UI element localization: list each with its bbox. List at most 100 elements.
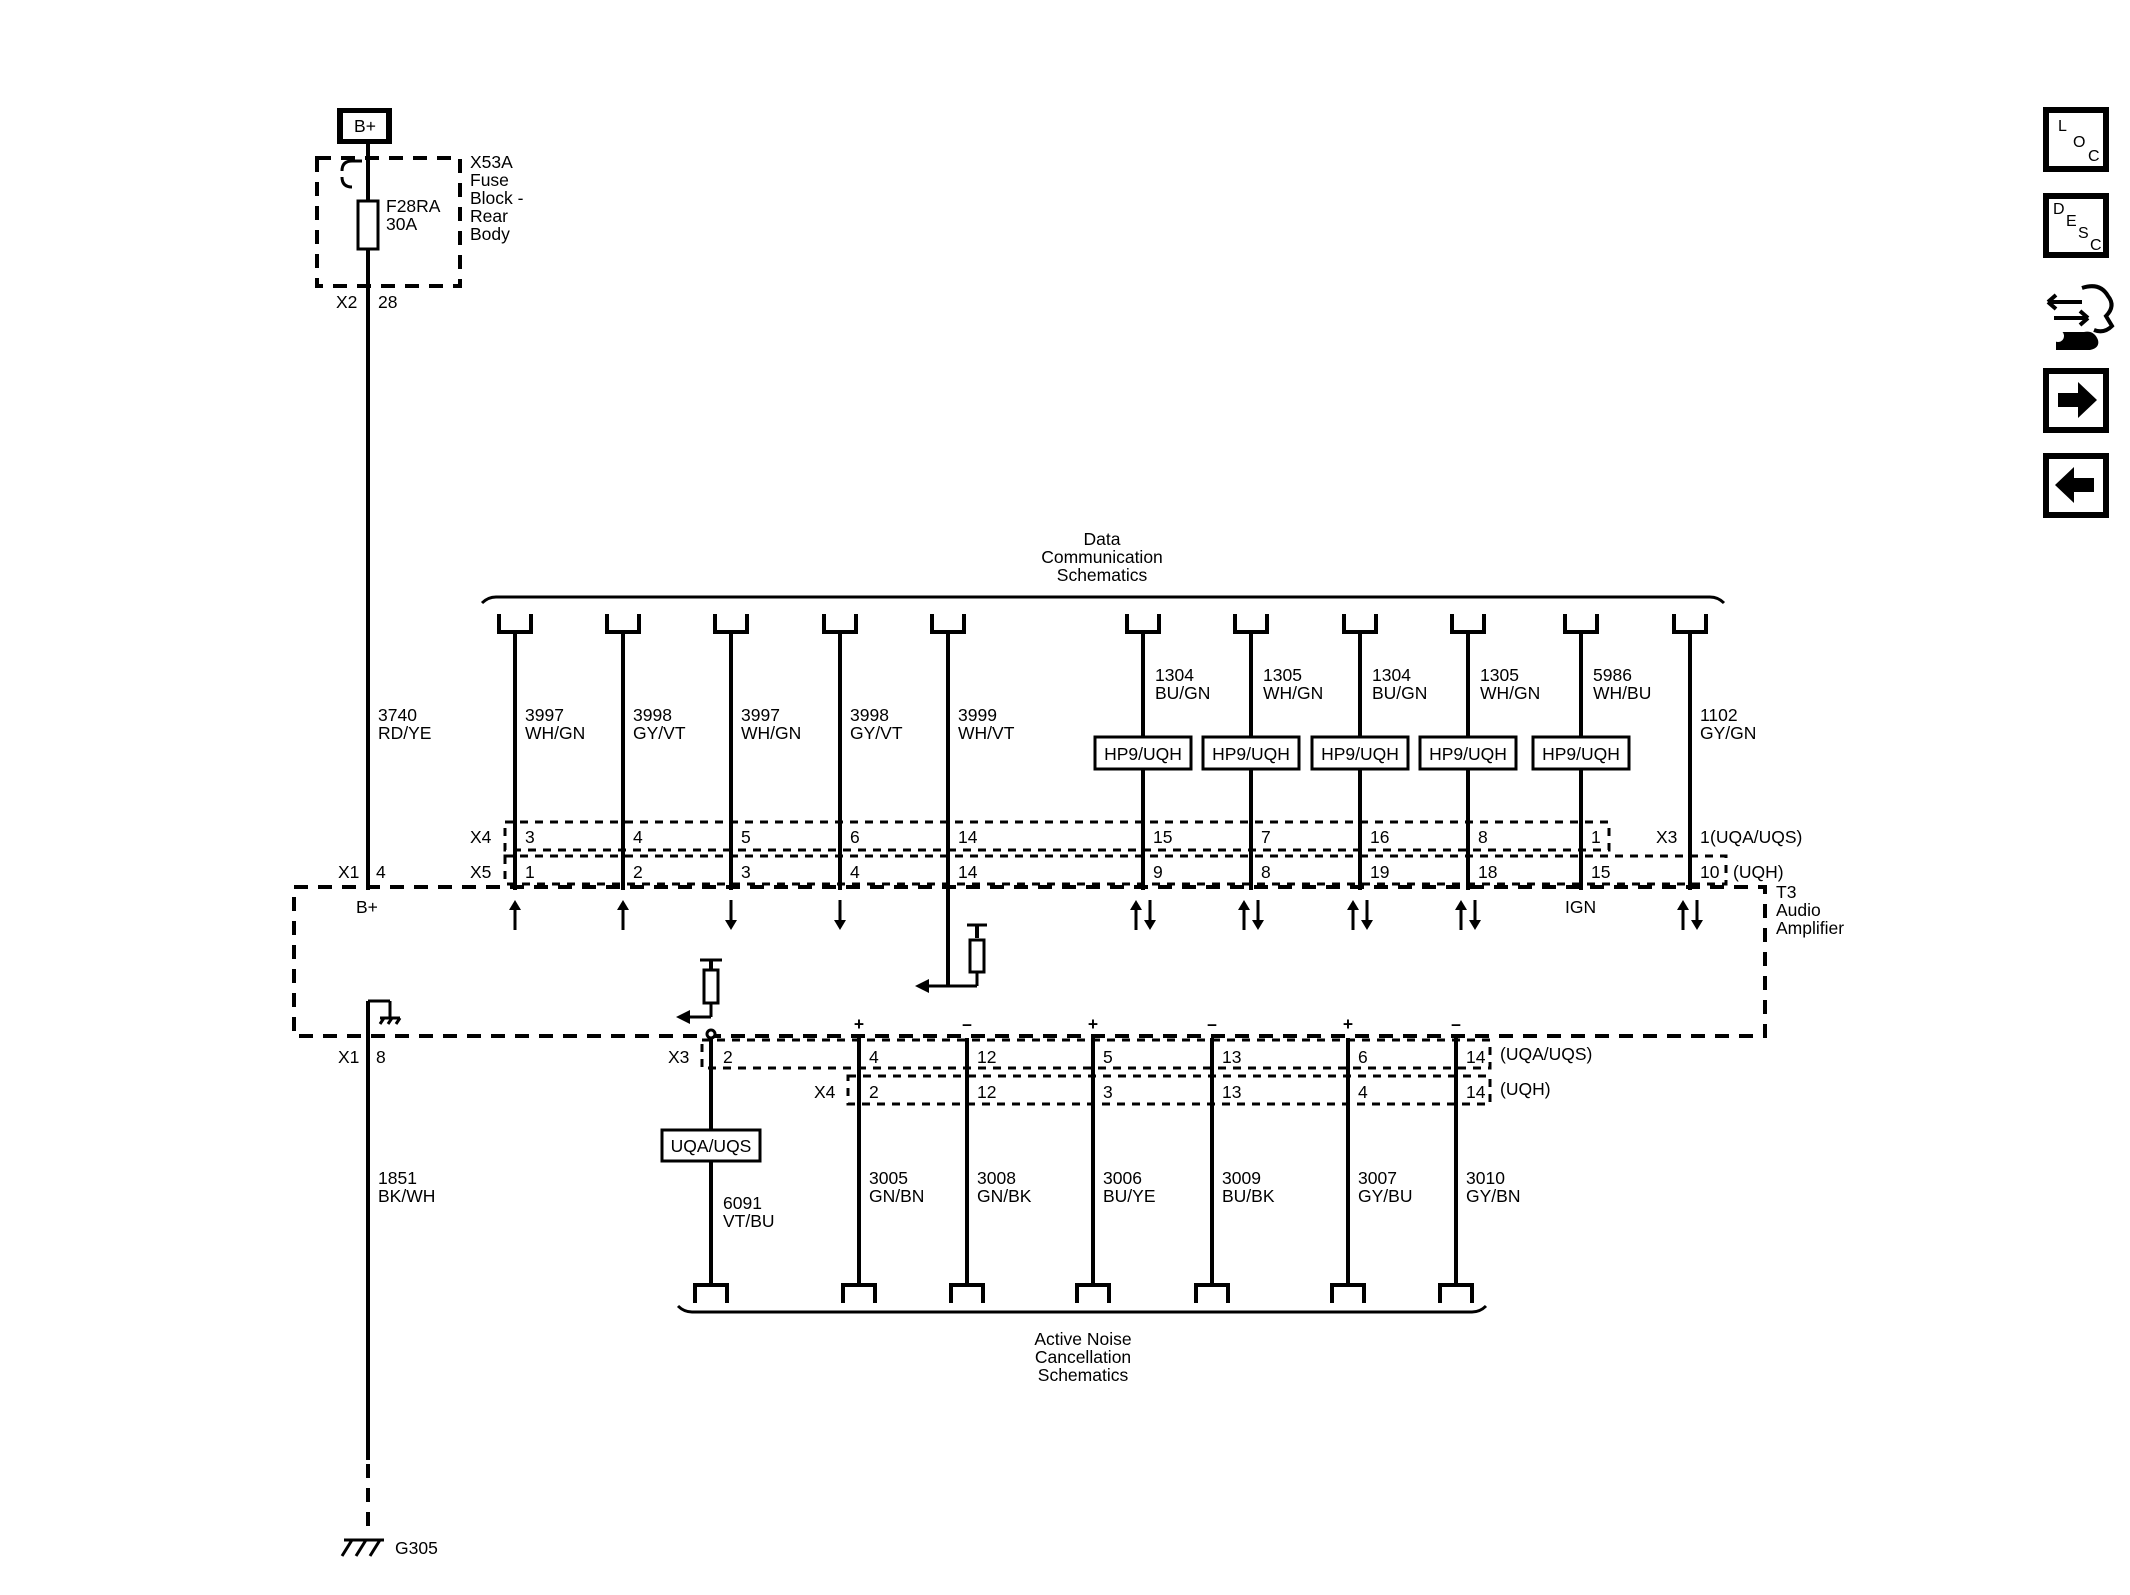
anc-terminal (1194, 1283, 1230, 1303)
signal-arrow-down (1144, 900, 1156, 930)
wire-color: GN/BK (977, 1186, 1032, 1206)
wire-circuit: 3009 (1222, 1168, 1261, 1188)
data-comm-terminal (1563, 614, 1599, 634)
wire-color: BU/GN (1372, 683, 1427, 703)
wire-circuit: 3999 (958, 705, 997, 725)
wire-circuit: 3998 (633, 705, 672, 725)
option-label: HP9/UQH (1321, 744, 1399, 764)
loc-button[interactable]: L O C (2043, 107, 2109, 172)
desc-button[interactable]: D E S C (2043, 193, 2109, 258)
next-page-arrow-button[interactable] (2043, 368, 2109, 433)
connector-x5-row (503, 854, 1728, 886)
anc-option-a: (UQA/UQS) (1500, 1044, 1592, 1064)
anc-terminal (1438, 1283, 1474, 1303)
wire-color: GY/BN (1466, 1186, 1520, 1206)
wire-circuit: 3010 (1466, 1168, 1505, 1188)
power-wire-circuit: 3740 (378, 705, 417, 725)
pin-a: 7 (1261, 827, 1271, 847)
pin-a: 8 (1478, 827, 1488, 847)
data-comm-title-2: Communication (1041, 547, 1163, 567)
internal-resistor-6091 (676, 958, 722, 1040)
mic-option-box (660, 1128, 762, 1163)
data-comm-terminal (822, 614, 858, 634)
pin-b: 18 (1478, 862, 1497, 882)
signal-arrow-down (1252, 900, 1264, 930)
wire-circuit: 6091 (723, 1193, 762, 1213)
data-comm-option-b: (UQH) (1733, 862, 1784, 882)
previous-page-arrow-button[interactable] (2043, 453, 2109, 518)
ground-g305-icon (340, 1538, 384, 1557)
right-arrow-icon (2058, 382, 2097, 418)
anc-terminal (693, 1283, 729, 1303)
wire-color: GY/GN (1700, 723, 1756, 743)
anc-title-1: Active Noise (1034, 1329, 1131, 1349)
connector-x4-anc-row (846, 1074, 1492, 1106)
power-wire-color: RD/YE (378, 723, 431, 743)
pin-b: 1 (525, 862, 535, 882)
connector-repair-icon[interactable] (2046, 284, 2115, 350)
wire-circuit: 3997 (741, 705, 780, 725)
wire-circuit: 1304 (1155, 665, 1194, 685)
pin-a: 4 (633, 827, 643, 847)
fuse-holder-icon-lower (340, 176, 353, 189)
data-comm-terminal (713, 614, 749, 634)
wire-color: VT/BU (723, 1211, 775, 1231)
anc-connector-a-label: X3 (668, 1047, 689, 1067)
anc-terminal (1075, 1283, 1111, 1303)
desc-letter-c: C (2090, 237, 2102, 254)
wire-color: BU/BK (1222, 1186, 1275, 1206)
polarity-minus: – (1451, 1014, 1461, 1034)
pin-b: 14 (958, 862, 978, 882)
ground-wire-color: BK/WH (378, 1186, 435, 1206)
desc-letter-s: S (2078, 225, 2089, 242)
pin-a: 3 (525, 827, 535, 847)
fuse-block-title-3: Block - (470, 188, 524, 208)
loc-letter-c: C (2088, 148, 2100, 165)
signal-arrow-up (1455, 900, 1467, 930)
wire-color: GY/BU (1358, 1186, 1412, 1206)
fuse-block-connector: X2 (336, 292, 357, 312)
wire-circuit: 5986 (1593, 665, 1632, 685)
pin-a: 12 (977, 1047, 996, 1067)
battery-power-source: B+ (337, 108, 392, 144)
amplifier-ground-connector: X1 (338, 1047, 359, 1067)
wire-circuit: 1305 (1480, 665, 1519, 685)
signal-arrow-up (1677, 900, 1689, 930)
signal-arrow-up (1130, 900, 1142, 930)
wire-circuit: 3998 (850, 705, 889, 725)
amplifier-title-2: Audio (1776, 900, 1821, 920)
pin-b: 3 (741, 862, 751, 882)
fuse-block-title-5: Body (470, 224, 510, 244)
polarity-plus: + (1343, 1014, 1353, 1034)
desc-letter-d: D (2053, 201, 2065, 218)
anc-terminal (841, 1283, 877, 1303)
pin-a: 4 (869, 1047, 879, 1067)
data-comm-brace (480, 595, 1726, 605)
wire-color: WH/GN (741, 723, 801, 743)
data-comm-option-a: (UQA/UQS) (1710, 827, 1802, 847)
pin-a: 14 (958, 827, 978, 847)
wire-circuit: 1102 (1700, 705, 1738, 725)
data-comm-terminal (497, 614, 533, 634)
desc-letter-e: E (2066, 213, 2077, 230)
anc-option-b: (UQH) (1500, 1079, 1551, 1099)
polarity-minus: – (962, 1014, 972, 1034)
polarity-plus: + (1088, 1014, 1098, 1034)
pin-b: 4 (1358, 1082, 1368, 1102)
data-comm-title-3: Schematics (1057, 565, 1148, 585)
option-box (1093, 735, 1193, 771)
internal-resistor-3999 (915, 923, 987, 993)
wire-circuit: 1304 (1372, 665, 1411, 685)
connector-x4-row (503, 820, 1611, 852)
signal-arrow-down (834, 900, 846, 930)
data-communication-bracket: Data Communication Schematics (480, 529, 1726, 605)
